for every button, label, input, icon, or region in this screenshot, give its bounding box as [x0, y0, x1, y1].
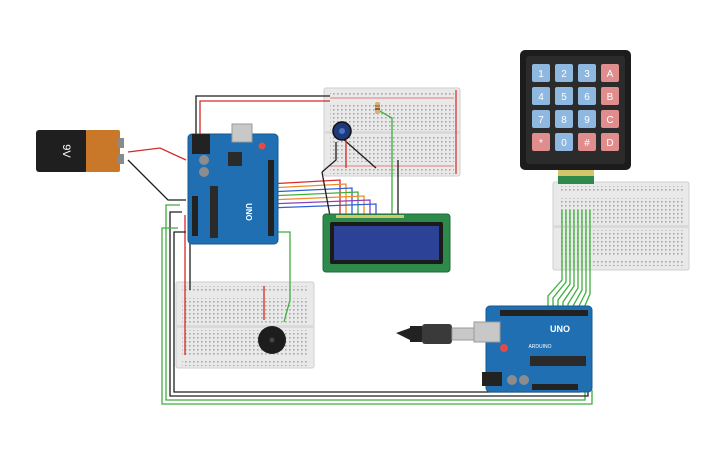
- keypad-key-label: 1: [538, 69, 544, 80]
- keypad-key[interactable]: [578, 87, 596, 105]
- battery-label: 9V: [60, 144, 72, 158]
- keypad-key-label: 8: [561, 115, 567, 126]
- arduino-uno-left[interactable]: UNO: [187, 123, 279, 245]
- keypad-key-label: *: [539, 138, 543, 149]
- keypad-key-label: 0: [561, 138, 567, 149]
- keypad-key-label: 4: [538, 92, 544, 103]
- keypad-key[interactable]: [578, 133, 596, 151]
- piezo-buzzer[interactable]: [258, 326, 286, 354]
- keypad-key-label: 2: [561, 69, 567, 80]
- resistor[interactable]: [375, 102, 380, 114]
- keypad-key-label: A: [607, 69, 614, 80]
- keypad-key[interactable]: [555, 133, 573, 151]
- keypad-4x4[interactable]: 1 2 3 A 4 5 6 B 7 8 9 C * 0 # D: [520, 50, 631, 184]
- keypad-key-label: B: [607, 92, 614, 103]
- keypad-key-label: C: [606, 115, 613, 126]
- potentiometer[interactable]: [332, 121, 352, 141]
- breadboard-bottom-left[interactable]: [175, 281, 315, 369]
- keypad-key[interactable]: [578, 110, 596, 128]
- battery-9v[interactable]: 9V: [36, 130, 124, 172]
- arduino-uno-right[interactable]: UNO ARDUINO: [473, 305, 593, 393]
- keypad-key[interactable]: [555, 87, 573, 105]
- keypad-key-label: 3: [584, 69, 590, 80]
- keypad-key[interactable]: [532, 64, 550, 82]
- uno-right-logo: UNO: [550, 324, 570, 334]
- keypad-key[interactable]: [532, 110, 550, 128]
- keypad-key[interactable]: [532, 87, 550, 105]
- keypad-key-label: 9: [584, 115, 590, 126]
- breadboard-right[interactable]: [552, 181, 690, 271]
- uno-left-logo: UNO: [244, 203, 253, 221]
- keypad-key[interactable]: [578, 64, 596, 82]
- uno-right-sublabel: ARDUINO: [528, 344, 551, 350]
- keypad-key-label: 7: [538, 115, 544, 126]
- keypad-key[interactable]: [555, 110, 573, 128]
- keypad-key[interactable]: [601, 110, 619, 128]
- keypad-key-label: D: [606, 138, 613, 149]
- keypad-key[interactable]: [532, 133, 550, 151]
- usb-cable: [396, 324, 475, 344]
- keypad-key-label: 5: [561, 92, 567, 103]
- keypad-key[interactable]: [601, 87, 619, 105]
- keypad-key-label: #: [584, 138, 590, 149]
- keypad-key-label: 6: [584, 92, 590, 103]
- lcd-16x2[interactable]: [322, 213, 451, 273]
- keypad-key[interactable]: [601, 133, 619, 151]
- keypad-key[interactable]: [555, 64, 573, 82]
- wires: [127, 95, 593, 405]
- keypad-key[interactable]: [601, 64, 619, 82]
- lcd-screen: [334, 226, 439, 260]
